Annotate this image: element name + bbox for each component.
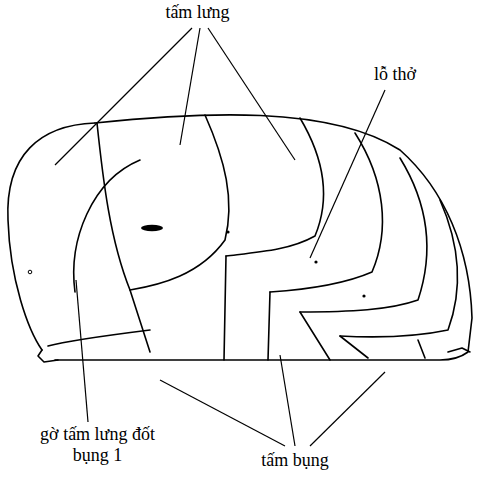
part-label: tấm bụng	[245, 450, 345, 471]
part-label: lỗ thở	[360, 64, 430, 85]
part-label: gờ tấm lưng đốt bụng 1	[40, 424, 155, 466]
part-label: tấm lưng	[150, 2, 245, 23]
